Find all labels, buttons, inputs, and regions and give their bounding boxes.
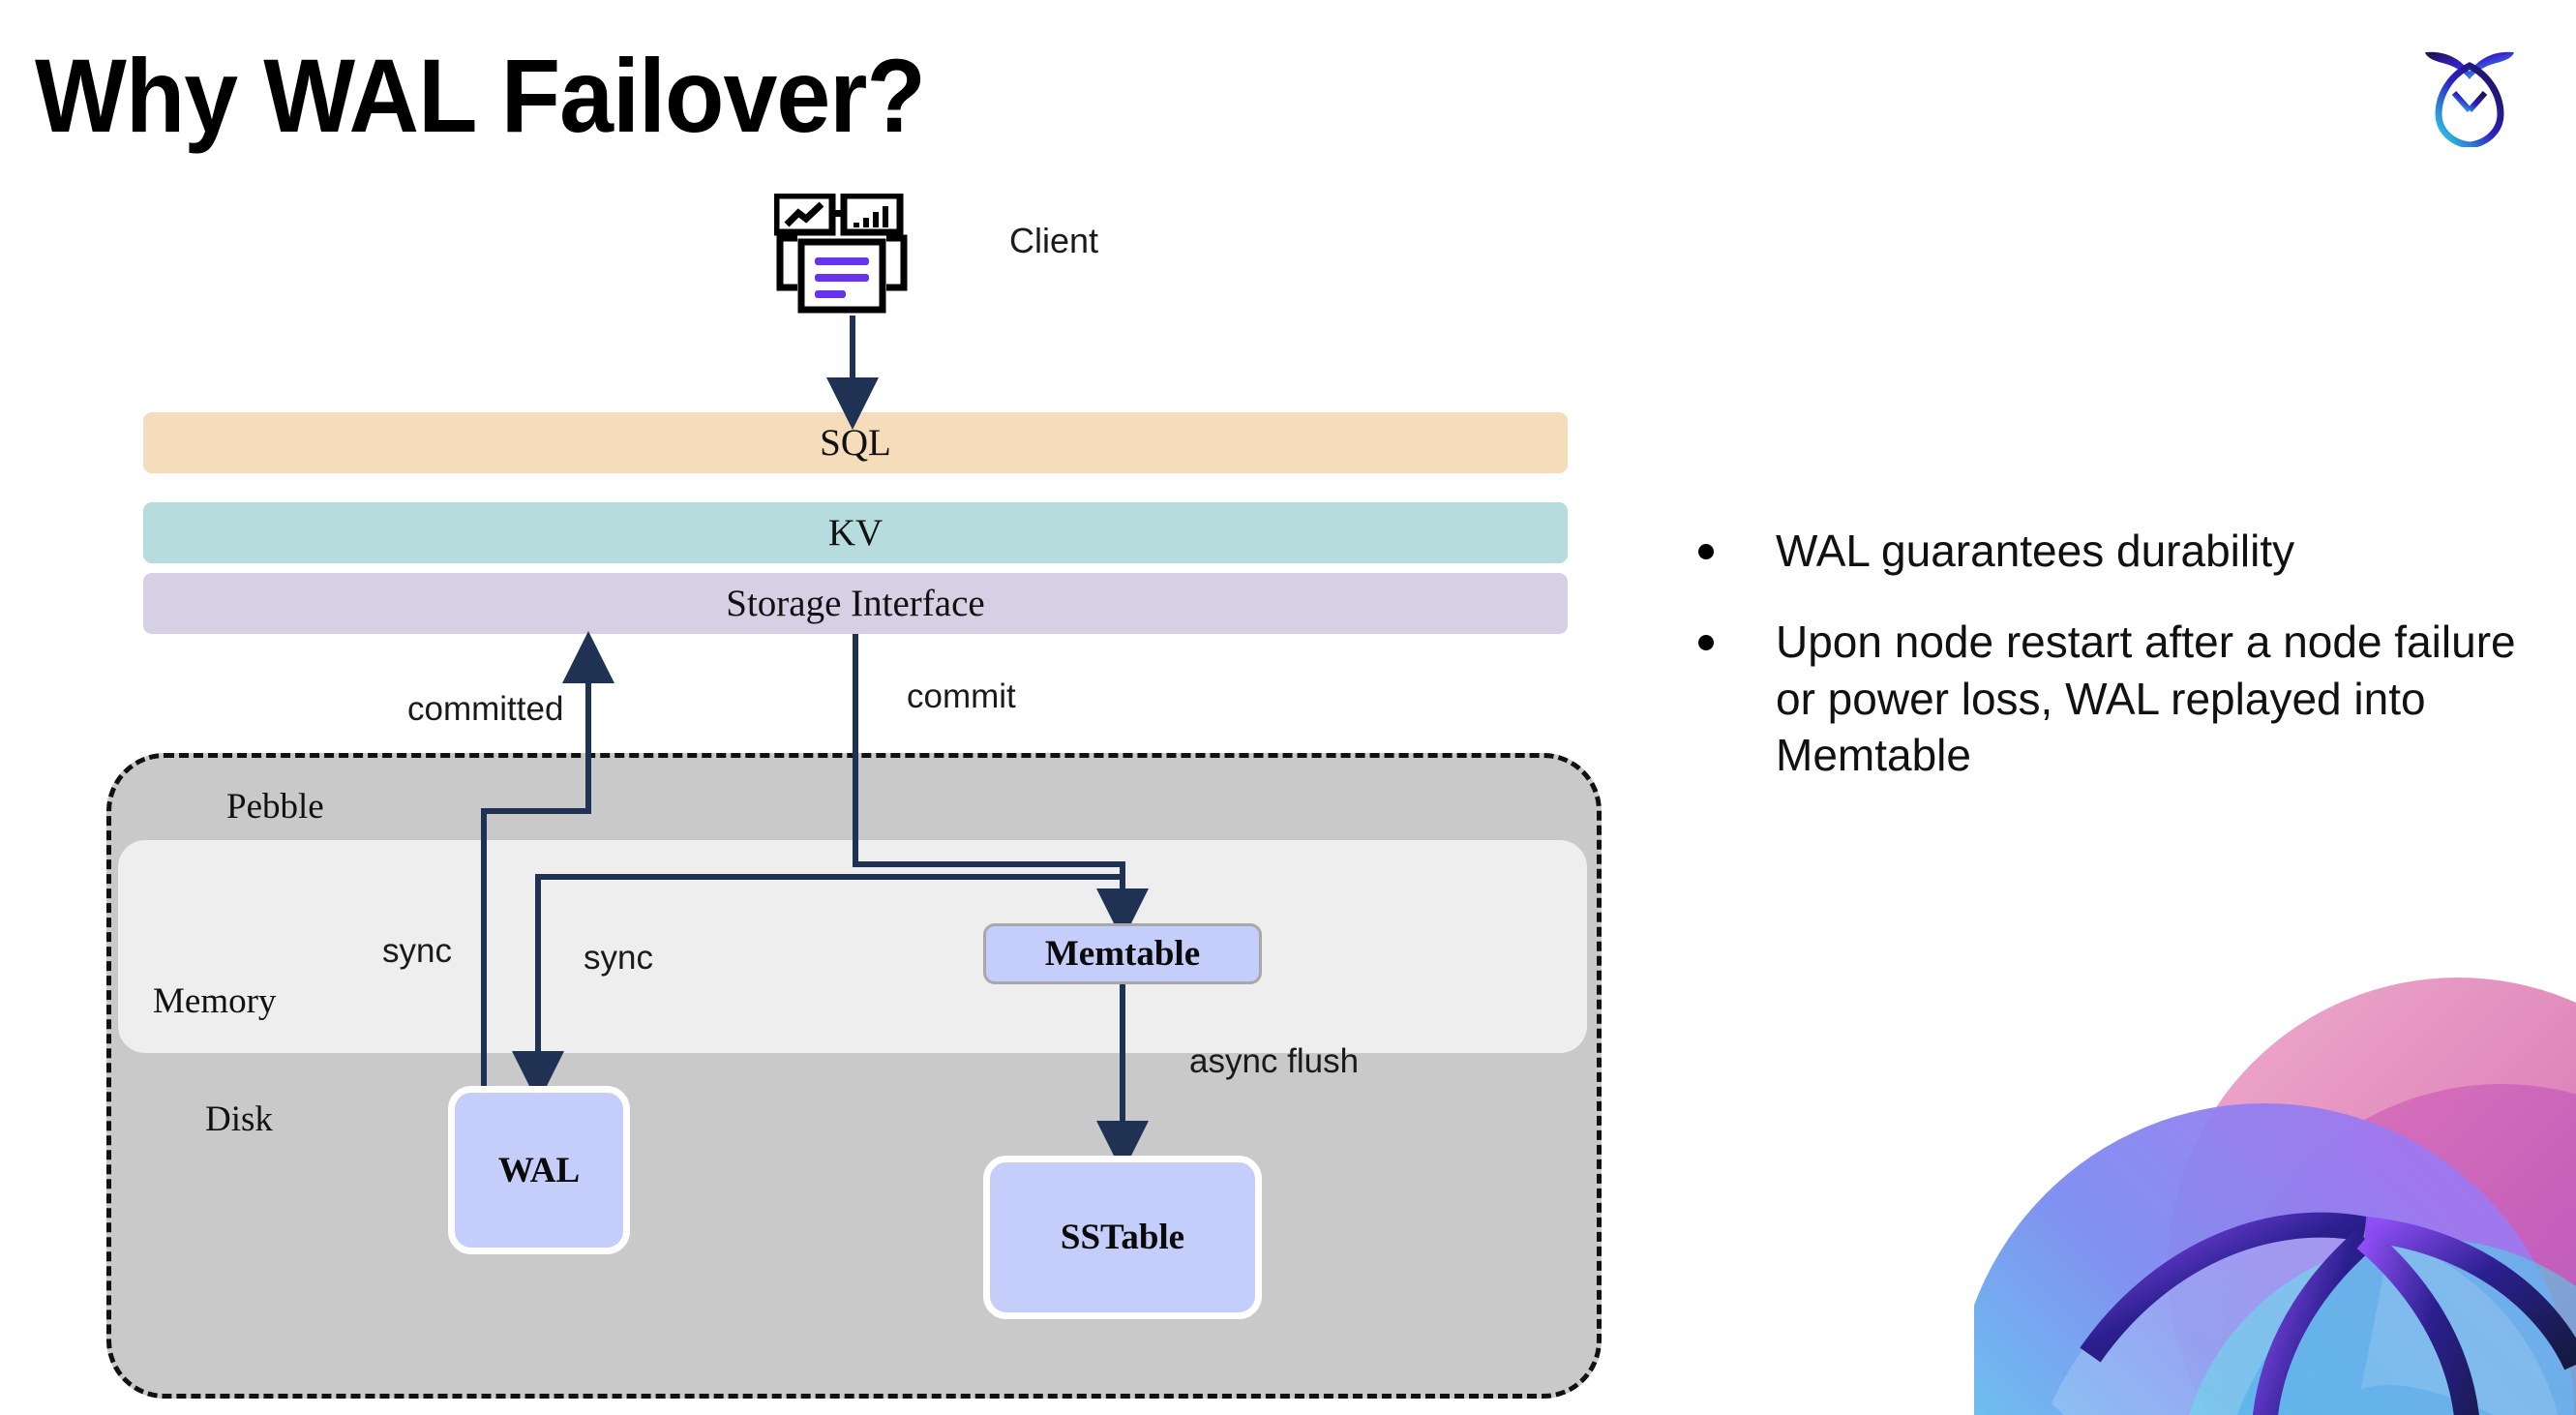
- client-label: Client: [1009, 221, 1099, 260]
- page-title: Why WAL Failover?: [35, 37, 926, 154]
- bullet-dot-icon: [1698, 635, 1714, 651]
- layer-bar-sql-label: SQL: [820, 422, 891, 464]
- architecture-diagram: Client SQL KV Storage Interface Pebble M…: [106, 192, 1602, 1399]
- edge-label-async-flush: async flush: [1189, 1042, 1360, 1080]
- node-memtable: Memtable: [983, 923, 1262, 984]
- bullet-text: WAL guarantees durability: [1776, 526, 2295, 576]
- node-wal: WAL: [448, 1086, 630, 1254]
- layer-bar-storage-interface-label: Storage Interface: [726, 583, 985, 624]
- edge-label-sync-left: sync: [382, 932, 452, 970]
- layer-bar-kv: KV: [143, 502, 1568, 563]
- disk-label: Disk: [205, 1099, 273, 1139]
- bullet-text: Upon node restart after a node failure o…: [1776, 617, 2516, 781]
- edge-label-commit: commit: [907, 677, 1016, 715]
- bullet-dot-icon: [1698, 544, 1714, 559]
- list-item: WAL guarantees durability: [1698, 523, 2531, 579]
- memory-zone: [118, 840, 1587, 1053]
- edge-label-sync-right: sync: [584, 939, 653, 977]
- node-sstable: SSTable: [983, 1156, 1262, 1319]
- layer-bar-kv-label: KV: [827, 512, 884, 554]
- cockroachdb-logo-icon: [2411, 31, 2528, 149]
- client-dashboard-icon: [772, 192, 929, 315]
- layer-bar-storage-interface: Storage Interface: [143, 573, 1568, 634]
- memory-label: Memory: [153, 981, 277, 1021]
- node-sstable-label: SSTable: [1060, 1218, 1185, 1257]
- node-memtable-label: Memtable: [1044, 934, 1201, 974]
- node-wal-label: WAL: [497, 1150, 581, 1190]
- layer-bar-sql: SQL: [143, 412, 1568, 473]
- bullet-list: WAL guarantees durability Upon node rest…: [1698, 523, 2531, 819]
- cockroachdb-watermark-icon: [1974, 948, 2576, 1415]
- pebble-label: Pebble: [226, 787, 324, 827]
- edge-label-committed: committed: [407, 690, 564, 728]
- list-item: Upon node restart after a node failure o…: [1698, 614, 2531, 783]
